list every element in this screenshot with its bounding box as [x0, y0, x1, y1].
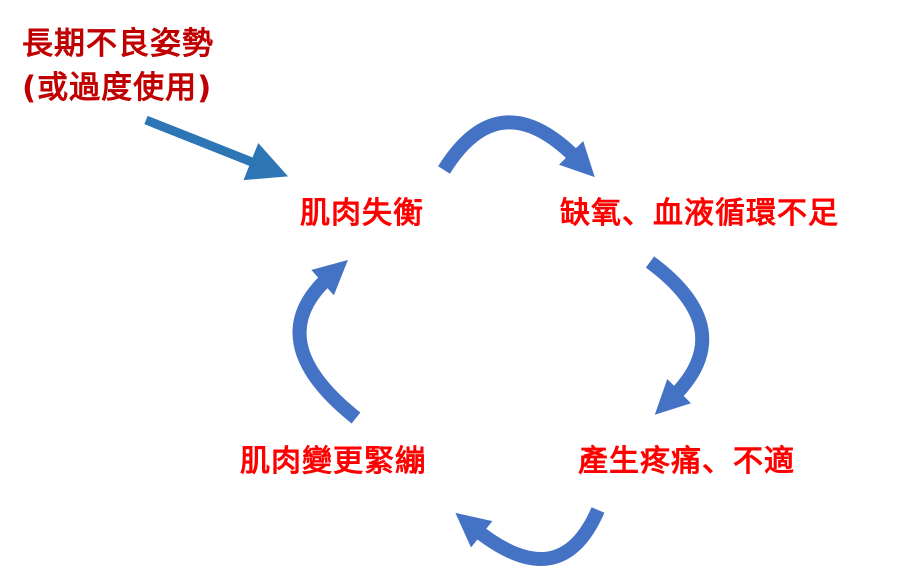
- cause-label: 長期不良姿勢 (或過度使用): [22, 22, 214, 110]
- node-hypoxia-poor-circulation: 缺氧、血液循環不足: [560, 196, 839, 231]
- node-muscle-imbalance: 肌肉失衡: [300, 196, 424, 231]
- cycle-arrow-right: [645, 256, 710, 415]
- node-muscle-tightness: 肌肉變更緊繃: [240, 444, 426, 479]
- cycle-arrow-left: [292, 260, 361, 424]
- cause-line-2: (或過度使用): [22, 70, 213, 106]
- cause-arrow: [144, 115, 289, 181]
- cause-line-1: 長期不良姿勢: [22, 26, 214, 62]
- cycle-arrow-top: [438, 115, 595, 178]
- cycle-arrow-bottom: [455, 507, 605, 566]
- node-pain-discomfort: 產生疼痛、不適: [578, 444, 795, 479]
